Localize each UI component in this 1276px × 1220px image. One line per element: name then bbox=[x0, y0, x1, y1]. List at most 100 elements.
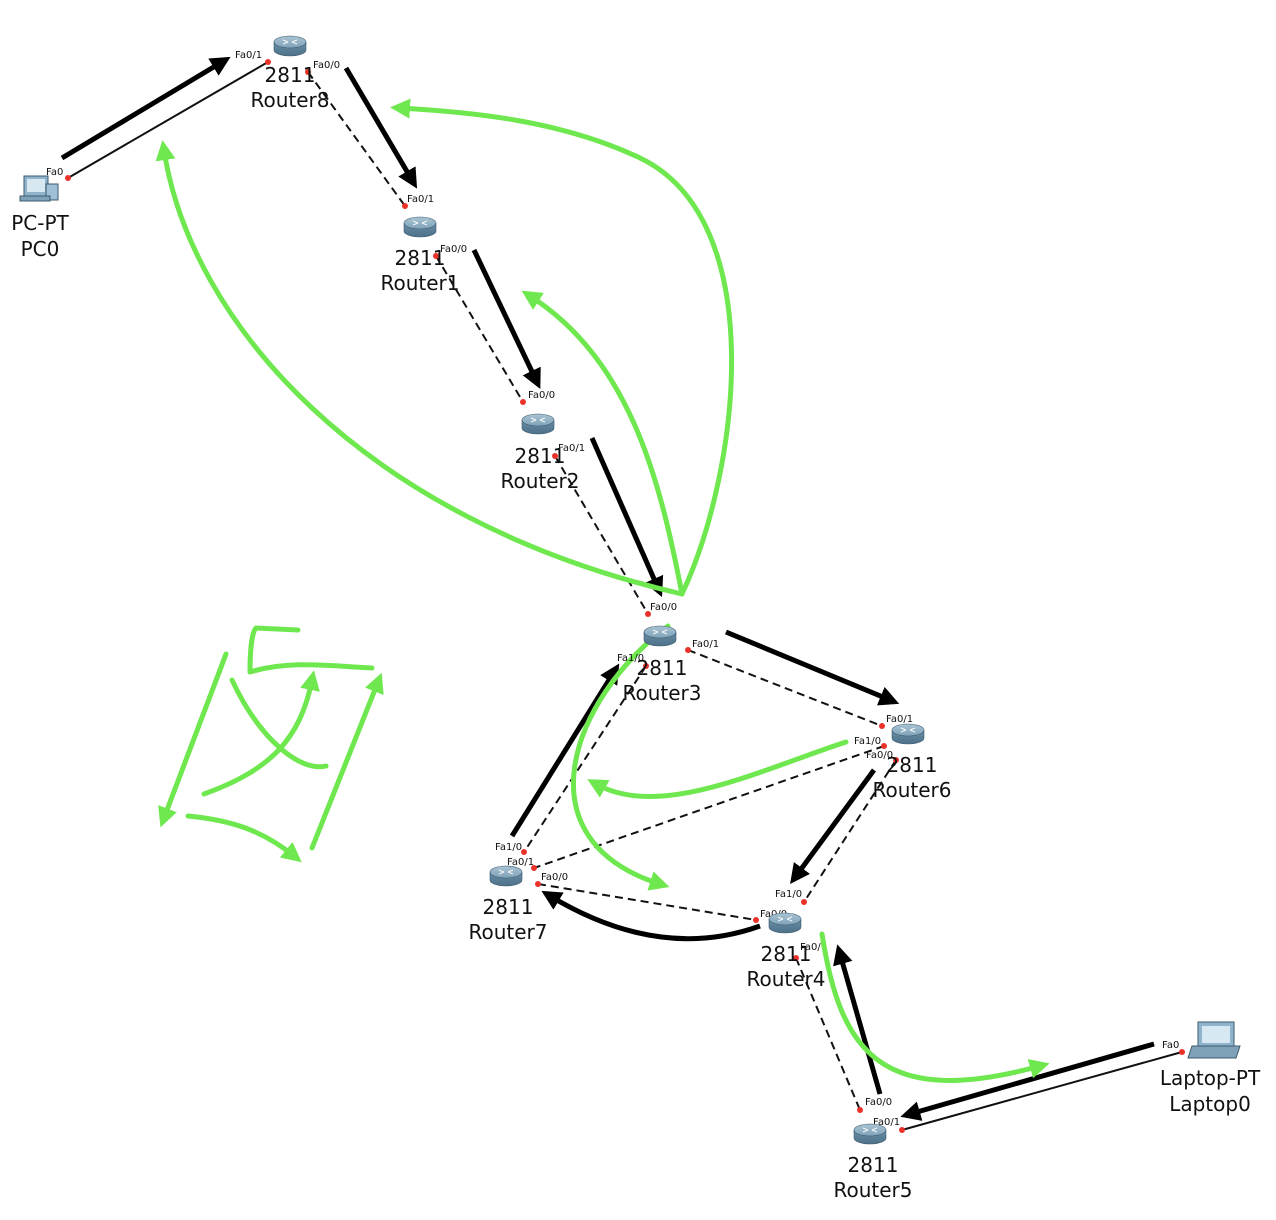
arrow-router3-to-router6 bbox=[725, 629, 900, 706]
port-dot bbox=[857, 1107, 863, 1113]
port-dot bbox=[899, 1127, 905, 1133]
device-router5[interactable]: 2811 Router5 bbox=[833, 1123, 913, 1202]
port-label-router2-fa00: Fa0/0 bbox=[528, 390, 555, 401]
port-label-router1-fa00: Fa0/0 bbox=[440, 244, 467, 255]
device-name-label: Router5 bbox=[833, 1178, 912, 1202]
router-icon bbox=[891, 723, 925, 745]
router-icon bbox=[273, 35, 307, 57]
desktop-pc-icon bbox=[19, 175, 59, 202]
green-arrow-annotations bbox=[155, 98, 1050, 1083]
port-dot bbox=[520, 399, 526, 405]
port-label-router5-fa01: Fa0/1 bbox=[873, 1117, 900, 1128]
device-model-label: PC-PT bbox=[11, 211, 69, 235]
port-dot bbox=[433, 253, 439, 259]
arrow-router6-to-router4 bbox=[790, 768, 877, 885]
link-router7-router4[interactable] bbox=[537, 883, 757, 921]
device-laptop0[interactable]: Laptop-PT Laptop0 bbox=[1160, 1021, 1261, 1116]
port-label-router6-fa10: Fa1/0 bbox=[854, 736, 881, 747]
scribble-top-line bbox=[247, 662, 375, 675]
port-dot bbox=[402, 203, 408, 209]
device-model-label: 2811 bbox=[395, 246, 446, 270]
port-dot bbox=[685, 647, 691, 653]
device-name-label: Laptop0 bbox=[1169, 1092, 1251, 1116]
laptop-icon bbox=[1187, 1021, 1241, 1059]
device-name-label: Router3 bbox=[622, 681, 701, 705]
scribble-line-bottom bbox=[185, 813, 302, 863]
device-model-label: 2811 bbox=[848, 1153, 899, 1177]
link-router6-router4[interactable] bbox=[803, 759, 897, 903]
scribble-top-hook bbox=[247, 625, 301, 675]
port-dot bbox=[881, 743, 887, 749]
port-dot bbox=[552, 453, 558, 459]
link-router3-router6[interactable] bbox=[687, 649, 883, 727]
arrow-router2-to-router3 bbox=[589, 436, 664, 598]
port-dot bbox=[65, 175, 71, 181]
device-router8[interactable]: 2811 Router8 bbox=[250, 35, 330, 112]
port-dot bbox=[521, 849, 527, 855]
link-router5-laptop0[interactable] bbox=[901, 1051, 1183, 1131]
link-pc0-router8[interactable] bbox=[67, 61, 269, 179]
port-dot bbox=[893, 757, 899, 763]
port-label-router4-fa10: Fa1/0 bbox=[775, 889, 802, 900]
green-arrow-router3-to-pc0 bbox=[155, 140, 685, 597]
device-name-label: Router8 bbox=[250, 88, 329, 112]
device-name-label: Router2 bbox=[500, 469, 579, 493]
device-router3[interactable]: 2811 Router3 bbox=[622, 625, 702, 705]
port-label-router3-fa01: Fa0/1 bbox=[692, 639, 719, 650]
arrow-pc0-to-router8 bbox=[60, 56, 231, 161]
scribble-curve-down bbox=[229, 677, 329, 770]
link-router6-router7[interactable] bbox=[533, 745, 885, 869]
link-router4-router5[interactable] bbox=[795, 957, 861, 1111]
link-router8-router1[interactable] bbox=[307, 71, 406, 207]
port-dot bbox=[753, 917, 759, 923]
link-router1-router2[interactable] bbox=[435, 255, 524, 403]
device-router4[interactable]: 2811 Router4 bbox=[746, 912, 826, 991]
green-arrow-router3-to-router8 bbox=[390, 98, 734, 597]
link-router2-router3[interactable] bbox=[554, 455, 649, 615]
port-label-laptop0-fa0: Fa0 bbox=[1162, 1040, 1179, 1051]
black-arrow-annotations bbox=[60, 56, 1155, 1121]
port-label-router3-fa00: Fa0/0 bbox=[650, 602, 677, 613]
port-dot bbox=[535, 881, 541, 887]
port-labels: Fa0 Fa0/1 Fa0/0 Fa0/1 Fa0/0 Fa0/0 Fa0/1 … bbox=[46, 50, 1179, 1128]
router-icon bbox=[489, 865, 523, 887]
device-router1[interactable]: 2811 Router1 bbox=[380, 216, 460, 295]
device-model-label: 2811 bbox=[483, 895, 534, 919]
port-label-router8-fa01: Fa0/1 bbox=[235, 50, 262, 61]
device-name-label: Router4 bbox=[746, 967, 825, 991]
port-label-router1-fa01: Fa0/1 bbox=[407, 194, 434, 205]
scribble-line-right bbox=[309, 672, 384, 851]
link-router3-router7[interactable] bbox=[523, 665, 647, 853]
green-scribble-drawing bbox=[158, 625, 384, 863]
device-model-label: Laptop-PT bbox=[1160, 1066, 1261, 1090]
router-icon bbox=[643, 625, 677, 647]
router-icon bbox=[521, 413, 555, 435]
green-arrow-router4-to-laptop0 bbox=[819, 931, 1050, 1083]
links bbox=[67, 61, 1183, 1131]
router-icon bbox=[853, 1123, 887, 1145]
green-arrow-router3-to-router7 bbox=[571, 623, 671, 891]
device-router6[interactable]: 2811 Router6 bbox=[872, 723, 952, 802]
port-dot bbox=[793, 955, 799, 961]
port-dot bbox=[643, 663, 649, 669]
device-pc0[interactable]: PC-PT PC0 bbox=[11, 175, 70, 261]
device-model-label: 2811 bbox=[761, 942, 812, 966]
port-dot bbox=[879, 723, 885, 729]
arrow-router7-to-router3 bbox=[509, 663, 620, 838]
port-dot bbox=[305, 69, 311, 75]
device-router7[interactable]: 2811 Router7 bbox=[468, 865, 548, 944]
port-label-router4-fa01: Fa0/ bbox=[800, 942, 821, 953]
port-label-router6-fa00: Fa0/0 bbox=[866, 750, 893, 761]
device-name-label: Router6 bbox=[872, 778, 951, 802]
scribble-curve-up bbox=[201, 670, 320, 797]
device-name-label: Router7 bbox=[468, 920, 547, 944]
port-label-router6-fa01: Fa0/1 bbox=[886, 714, 913, 725]
port-label-router7-fa00: Fa0/0 bbox=[541, 872, 568, 883]
green-arrow-router6-to-router7 bbox=[587, 739, 849, 800]
router-icon bbox=[403, 216, 437, 238]
port-label-router2-fa01: Fa0/1 bbox=[558, 443, 585, 454]
port-label-pc0-fa0: Fa0 bbox=[46, 167, 63, 178]
device-router2[interactable]: 2811 Router2 bbox=[500, 413, 580, 493]
port-dot bbox=[801, 899, 807, 905]
